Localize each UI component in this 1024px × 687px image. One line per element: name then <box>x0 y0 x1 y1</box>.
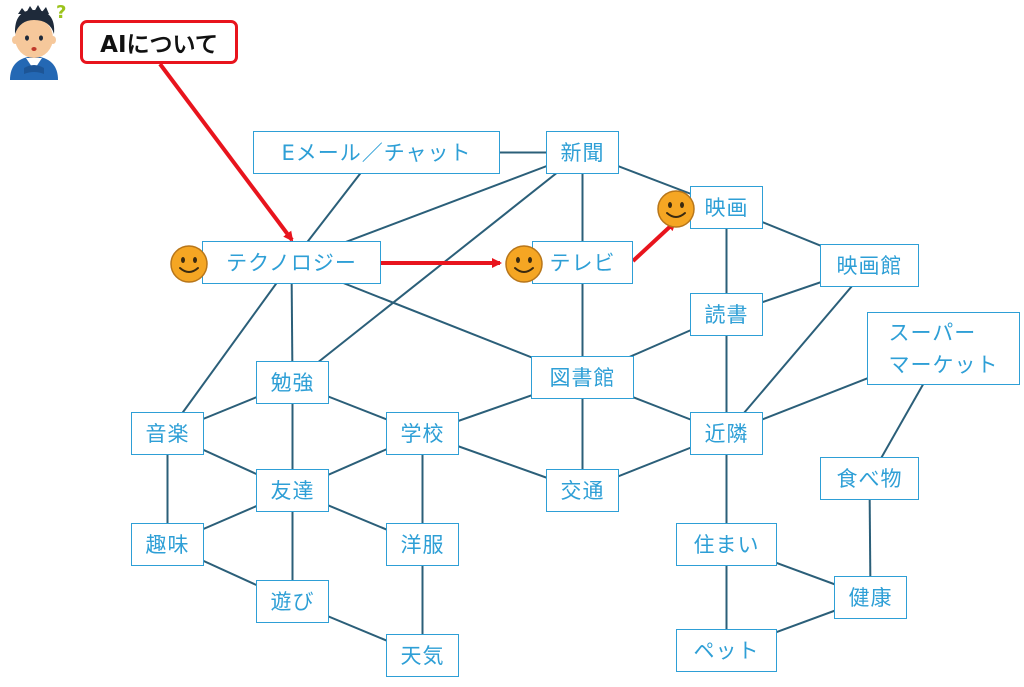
node-study[interactable]: 勉強 <box>256 361 329 404</box>
node-label: 映画 <box>704 195 749 220</box>
node-label: 映画館 <box>836 253 903 278</box>
node-label: 音楽 <box>145 421 190 446</box>
node-label: テレビ <box>549 250 616 275</box>
node-hobby[interactable]: 趣味 <box>131 523 204 566</box>
smiley-icon <box>504 244 544 284</box>
arrow-tv-to-movie <box>631 220 677 263</box>
node-music[interactable]: 音楽 <box>131 412 204 455</box>
node-supermarket[interactable]: スーパー マーケット <box>867 312 1020 385</box>
node-label: 新聞 <box>560 140 605 165</box>
edge-technology-music <box>166 261 293 435</box>
node-label: 食べ物 <box>836 466 903 491</box>
node-label: Eメール／チャット <box>281 140 472 165</box>
node-label: 洋服 <box>400 532 445 557</box>
node-label: 近隣 <box>704 421 749 446</box>
node-label: 友達 <box>270 478 315 503</box>
node-label: 勉強 <box>270 370 315 395</box>
topic-label: AIについて <box>100 32 218 58</box>
node-clothes[interactable]: 洋服 <box>386 523 459 566</box>
node-library[interactable]: 図書館 <box>531 356 634 399</box>
topic-box: AIについて <box>80 20 238 64</box>
node-housing[interactable]: 住まい <box>676 523 777 566</box>
node-technology[interactable]: テクノロジー <box>202 241 381 284</box>
node-transport[interactable]: 交通 <box>546 469 619 512</box>
node-email-chat[interactable]: Eメール／チャット <box>253 131 500 174</box>
node-label: テクノロジー <box>226 250 357 275</box>
smiley-icon <box>656 189 696 229</box>
node-label: 交通 <box>560 478 605 503</box>
node-pet[interactable]: ペット <box>676 629 777 672</box>
node-health[interactable]: 健康 <box>834 576 907 619</box>
node-label: 住まい <box>693 532 760 557</box>
node-cinema[interactable]: 映画館 <box>820 244 919 287</box>
node-tv[interactable]: テレビ <box>532 241 633 284</box>
node-label: 学校 <box>400 421 445 446</box>
node-reading[interactable]: 読書 <box>690 293 763 336</box>
smiley-icon <box>169 244 209 284</box>
node-label: 健康 <box>848 585 893 610</box>
node-label: 図書館 <box>549 365 616 390</box>
node-play[interactable]: 遊び <box>256 580 329 623</box>
node-label: 遊び <box>270 589 315 614</box>
node-label: 読書 <box>704 302 749 327</box>
node-label: 趣味 <box>145 532 190 557</box>
thinking-person-icon: ? <box>4 0 68 84</box>
node-label: スーパー マーケット <box>888 320 999 377</box>
node-newspaper[interactable]: 新聞 <box>546 131 619 174</box>
node-neighborhood[interactable]: 近隣 <box>690 412 763 455</box>
node-food[interactable]: 食べ物 <box>820 457 919 500</box>
node-movie[interactable]: 映画 <box>690 186 763 229</box>
node-friends[interactable]: 友達 <box>256 469 329 512</box>
node-label: ペット <box>693 638 760 663</box>
arrow-topic-to-technology <box>158 62 294 242</box>
node-weather[interactable]: 天気 <box>386 634 459 677</box>
question-mark-icon: ? <box>56 2 66 23</box>
node-label: 天気 <box>400 643 445 668</box>
edge-cinema-neighborhood <box>725 264 871 435</box>
edge-newspaper-study <box>291 151 584 384</box>
node-school[interactable]: 学校 <box>386 412 459 455</box>
